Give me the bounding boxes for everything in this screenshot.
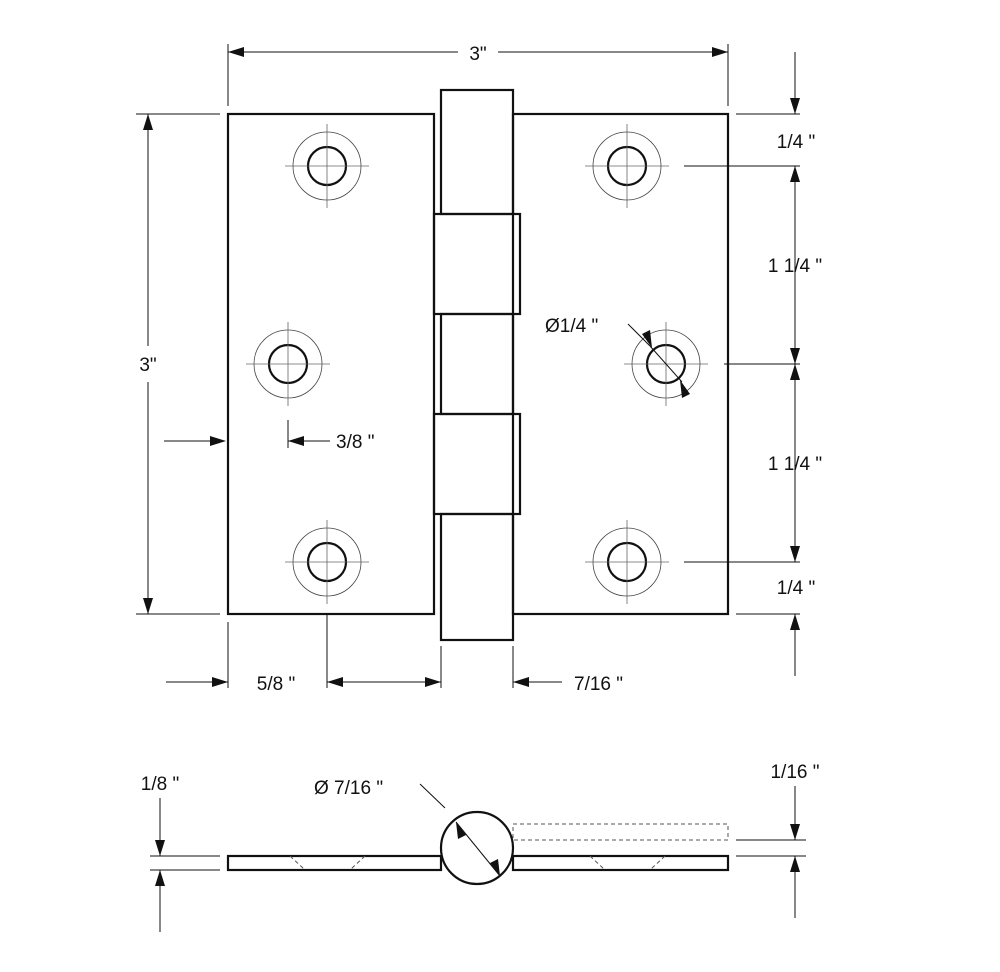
knuckle-5	[439, 512, 515, 642]
knuckles	[432, 88, 522, 642]
label-edge-to-hole-bottom: 5/8 "	[257, 674, 295, 695]
label-edge-to-hole-left: 3/8 "	[336, 432, 374, 453]
side-pin-barrel	[439, 810, 515, 886]
dimension-right-chain: 1/4 " 1 1/4 " 1 1/4 " 1/4 "	[684, 52, 822, 676]
dimension-pin-diameter: Ø 7/16 "	[314, 778, 501, 877]
dimension-overall-height: 3"	[136, 113, 220, 615]
knuckle-3	[439, 312, 515, 416]
dimension-knuckle-width: 7/16 "	[512, 646, 623, 695]
label-overall-width: 3"	[469, 44, 486, 65]
screw-hole-right-bottom	[585, 520, 669, 604]
label-overall-height: 3"	[139, 355, 156, 376]
dimension-gap: 1/16 "	[736, 762, 820, 918]
screw-hole-left-bottom	[285, 520, 369, 604]
screw-hole-left-top	[285, 124, 369, 208]
label-bottom-offset: 1/4 "	[777, 578, 815, 599]
label-hole-diameter: Ø1/4 "	[545, 316, 598, 337]
side-open-leaf-hidden	[512, 823, 729, 841]
screw-hole-right-top	[585, 124, 669, 208]
dimension-overall-width: 3"	[227, 44, 729, 106]
front-view: 3" 3"	[136, 44, 822, 695]
label-top-offset: 1/4 "	[777, 132, 815, 153]
label-hole-spacing-lower: 1 1/4 "	[768, 454, 822, 475]
dimension-edge-to-hole-bottom: 5/8 "	[166, 614, 442, 695]
knuckle-2	[432, 212, 522, 316]
side-left-leaf	[226, 854, 443, 872]
side-right-leaf	[511, 854, 730, 872]
dimension-hole-diameter: Ø1/4 "	[545, 316, 690, 398]
left-leaf	[226, 112, 436, 616]
label-gap: 1/16 "	[770, 762, 819, 783]
dimension-edge-to-hole-left: 3/8 "	[164, 420, 374, 453]
knuckle-1	[439, 88, 515, 216]
screw-holes	[246, 124, 708, 604]
label-leaf-thickness: 1/8 "	[141, 774, 179, 795]
screw-hole-left-middle	[246, 322, 330, 406]
knuckle-4	[432, 412, 522, 516]
label-hole-spacing-upper: 1 1/4 "	[768, 256, 822, 277]
dimension-leaf-thickness: 1/8 "	[141, 774, 220, 932]
label-knuckle-width: 7/16 "	[574, 674, 623, 695]
side-view: Ø 7/16 " 1/8 " 1/16 "	[141, 762, 820, 932]
label-pin-diameter: Ø 7/16 "	[314, 778, 383, 799]
